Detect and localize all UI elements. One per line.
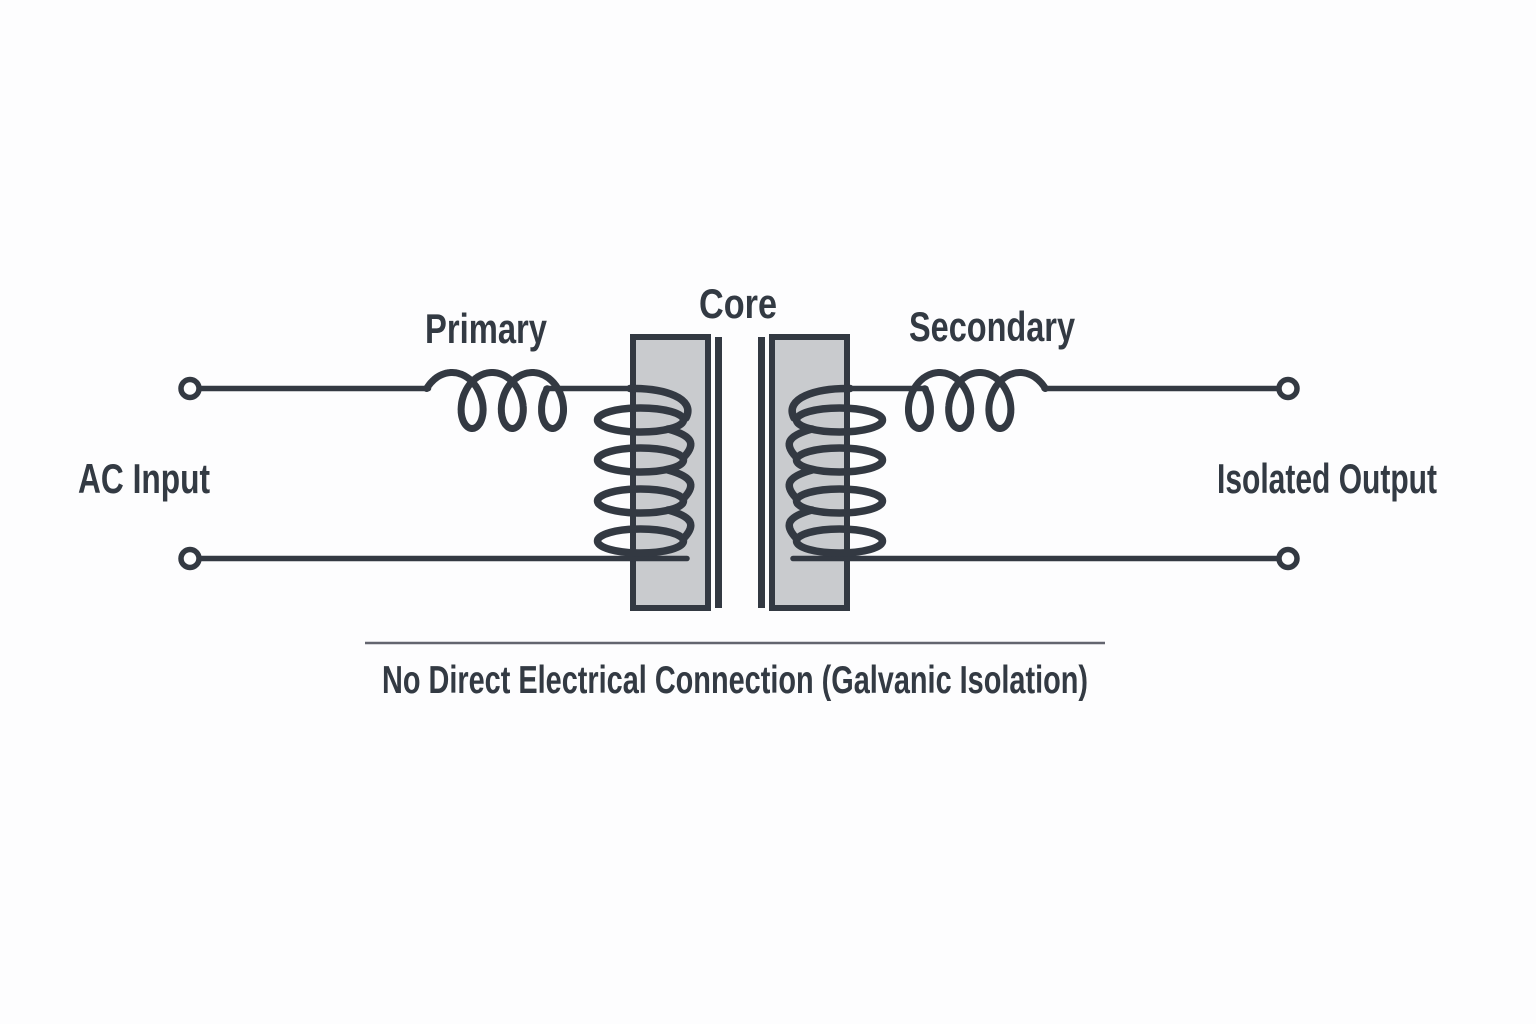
wires-group xyxy=(196,385,1282,562)
primary-winding-link xyxy=(664,425,695,461)
ac-input-label: AC Input xyxy=(78,455,210,502)
primary-winding-link xyxy=(664,506,695,542)
secondary-winding-lead xyxy=(788,384,854,422)
core-gap-line-right xyxy=(758,337,765,608)
core-label: Core xyxy=(699,280,777,327)
terminals-group xyxy=(178,376,1300,571)
isolation-note-label: No Direct Electrical Connection (Galvani… xyxy=(382,659,1088,702)
secondary-label: Secondary xyxy=(909,303,1075,350)
secondary-winding-link xyxy=(785,466,816,502)
isolated-output-terminal-bottom xyxy=(1276,546,1300,571)
primary-winding-link xyxy=(664,466,695,502)
primary-label: Primary xyxy=(425,305,547,352)
core-gap-line-left xyxy=(715,337,722,608)
circuit-group xyxy=(178,369,1300,571)
primary-winding-lead xyxy=(626,384,692,422)
isolated-output-label: Isolated Output xyxy=(1217,455,1437,502)
secondary-coil xyxy=(905,369,1049,432)
secondary-winding xyxy=(785,384,887,557)
core-group xyxy=(630,334,850,611)
primary-coil xyxy=(423,369,567,432)
ac-input-terminal-bottom xyxy=(178,546,202,571)
ac-input-terminal-top xyxy=(178,376,202,401)
primary-winding xyxy=(593,384,695,557)
secondary-winding-link xyxy=(785,506,816,542)
isolated-output-terminal-top xyxy=(1276,376,1300,401)
secondary-winding-link xyxy=(785,425,816,461)
labels-group: Primary Core Secondary AC Input Isolated… xyxy=(78,280,1437,702)
